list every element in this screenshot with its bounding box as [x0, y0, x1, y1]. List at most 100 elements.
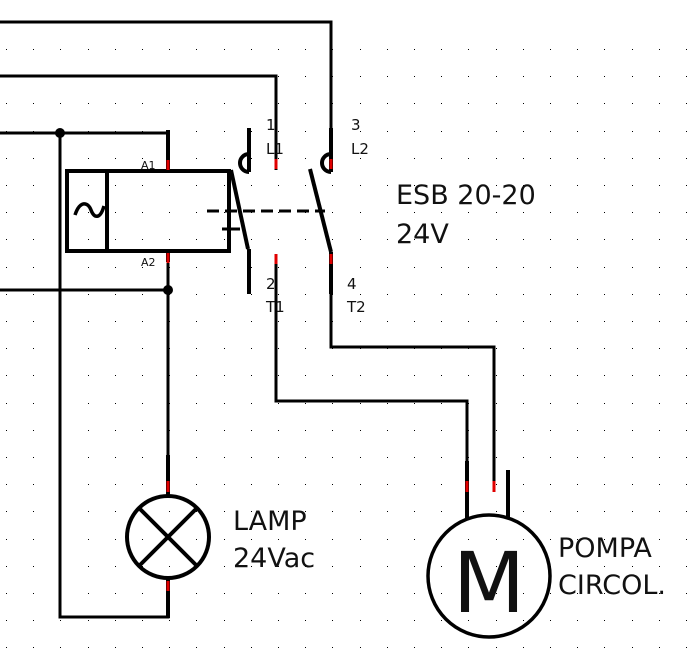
- grid-dot: [659, 484, 660, 485]
- grid-dot: [33, 403, 34, 404]
- contactor-label-model: ESB 20-20: [396, 180, 536, 211]
- grid-dot: [441, 212, 442, 213]
- grid-dot: [360, 103, 361, 104]
- grid-dot: [251, 348, 252, 349]
- grid-dot: [496, 647, 497, 648]
- grid-dot: [523, 593, 524, 594]
- grid-dot: [278, 647, 279, 648]
- wire-t1-to-motor: [274, 262, 469, 480]
- grid-dot: [251, 185, 252, 186]
- grid-dot: [224, 185, 225, 186]
- grid-dot: [278, 620, 279, 621]
- grid-dot: [88, 511, 89, 512]
- grid-dot: [686, 457, 687, 458]
- grid-dot: [441, 267, 442, 268]
- grid-dot: [468, 539, 469, 540]
- grid-dot: [414, 131, 415, 132]
- grid-dot: [169, 647, 170, 648]
- grid-dot: [115, 185, 116, 186]
- grid-dot: [468, 593, 469, 594]
- grid-dot: [33, 239, 34, 240]
- grid-dot: [305, 566, 306, 567]
- grid-dot: [441, 103, 442, 104]
- contact-2-number: 2: [266, 275, 276, 293]
- grid-dot: [550, 348, 551, 349]
- contact-4-number: 4: [347, 275, 357, 293]
- grid-dot: [278, 375, 279, 376]
- grid-dot: [6, 430, 7, 431]
- grid-dot: [550, 103, 551, 104]
- grid-dot: [33, 375, 34, 376]
- grid-dot: [88, 539, 89, 540]
- grid-dot: [468, 49, 469, 50]
- grid-dot: [686, 321, 687, 322]
- grid-dot: [577, 430, 578, 431]
- grid-dot: [523, 185, 524, 186]
- grid-dot: [686, 212, 687, 213]
- grid-dot: [523, 539, 524, 540]
- grid-dot: [33, 348, 34, 349]
- grid-dot: [686, 294, 687, 295]
- grid-dot: [88, 49, 89, 50]
- grid-dot: [496, 430, 497, 431]
- grid-dot: [468, 647, 469, 648]
- grid-dot: [686, 103, 687, 104]
- grid-dot: [88, 593, 89, 594]
- grid-dot: [142, 403, 143, 404]
- grid-dot: [360, 484, 361, 485]
- grid-dot: [278, 131, 279, 132]
- grid-dot: [33, 430, 34, 431]
- grid-dot: [305, 239, 306, 240]
- grid-dot: [604, 511, 605, 512]
- grid-dot: [278, 348, 279, 349]
- grid-dot: [360, 76, 361, 77]
- grid-dot: [414, 185, 415, 186]
- grid-dot: [387, 539, 388, 540]
- grid-dot: [414, 321, 415, 322]
- grid-dot: [251, 457, 252, 458]
- grid-dot: [632, 158, 633, 159]
- grid-dot: [332, 212, 333, 213]
- grid-dot: [88, 158, 89, 159]
- grid-dot: [6, 103, 7, 104]
- lamp-symbol[interactable]: [125, 455, 211, 618]
- grid-dot: [523, 158, 524, 159]
- grid-dot: [6, 375, 7, 376]
- grid-dot: [360, 539, 361, 540]
- grid-dot: [6, 294, 7, 295]
- grid-dot: [686, 49, 687, 50]
- grid-dot: [142, 375, 143, 376]
- grid-dot: [550, 647, 551, 648]
- grid-dot: [550, 539, 551, 540]
- grid-dot: [224, 539, 225, 540]
- contactor-label-voltage: 24V: [396, 219, 449, 250]
- grid-dot: [523, 457, 524, 458]
- grid-dot: [142, 212, 143, 213]
- grid-dot: [686, 647, 687, 648]
- wire-supply-l1: [0, 74, 278, 160]
- grid-dot: [196, 131, 197, 132]
- contactor-coil[interactable]: [65, 130, 231, 263]
- grid-dot: [6, 321, 7, 322]
- grid-dot: [441, 294, 442, 295]
- grid-dot: [88, 430, 89, 431]
- grid-dot: [169, 239, 170, 240]
- junction-dot: [163, 285, 173, 295]
- grid-dot: [387, 49, 388, 50]
- grid-dot: [414, 294, 415, 295]
- grid-dot: [115, 593, 116, 594]
- grid-dot: [360, 457, 361, 458]
- grid-dot: [33, 457, 34, 458]
- grid-dot: [659, 294, 660, 295]
- grid-dot: [577, 212, 578, 213]
- grid-dot: [659, 647, 660, 648]
- motor-symbol[interactable]: M: [426, 440, 552, 639]
- grid-dot: [115, 511, 116, 512]
- grid-dot: [523, 620, 524, 621]
- contactor-pole-1[interactable]: [229, 128, 278, 294]
- grid-dot: [360, 185, 361, 186]
- grid-dot: [88, 239, 89, 240]
- grid-dot: [604, 484, 605, 485]
- contactor-pole-2[interactable]: [308, 128, 333, 294]
- grid-dot: [278, 539, 279, 540]
